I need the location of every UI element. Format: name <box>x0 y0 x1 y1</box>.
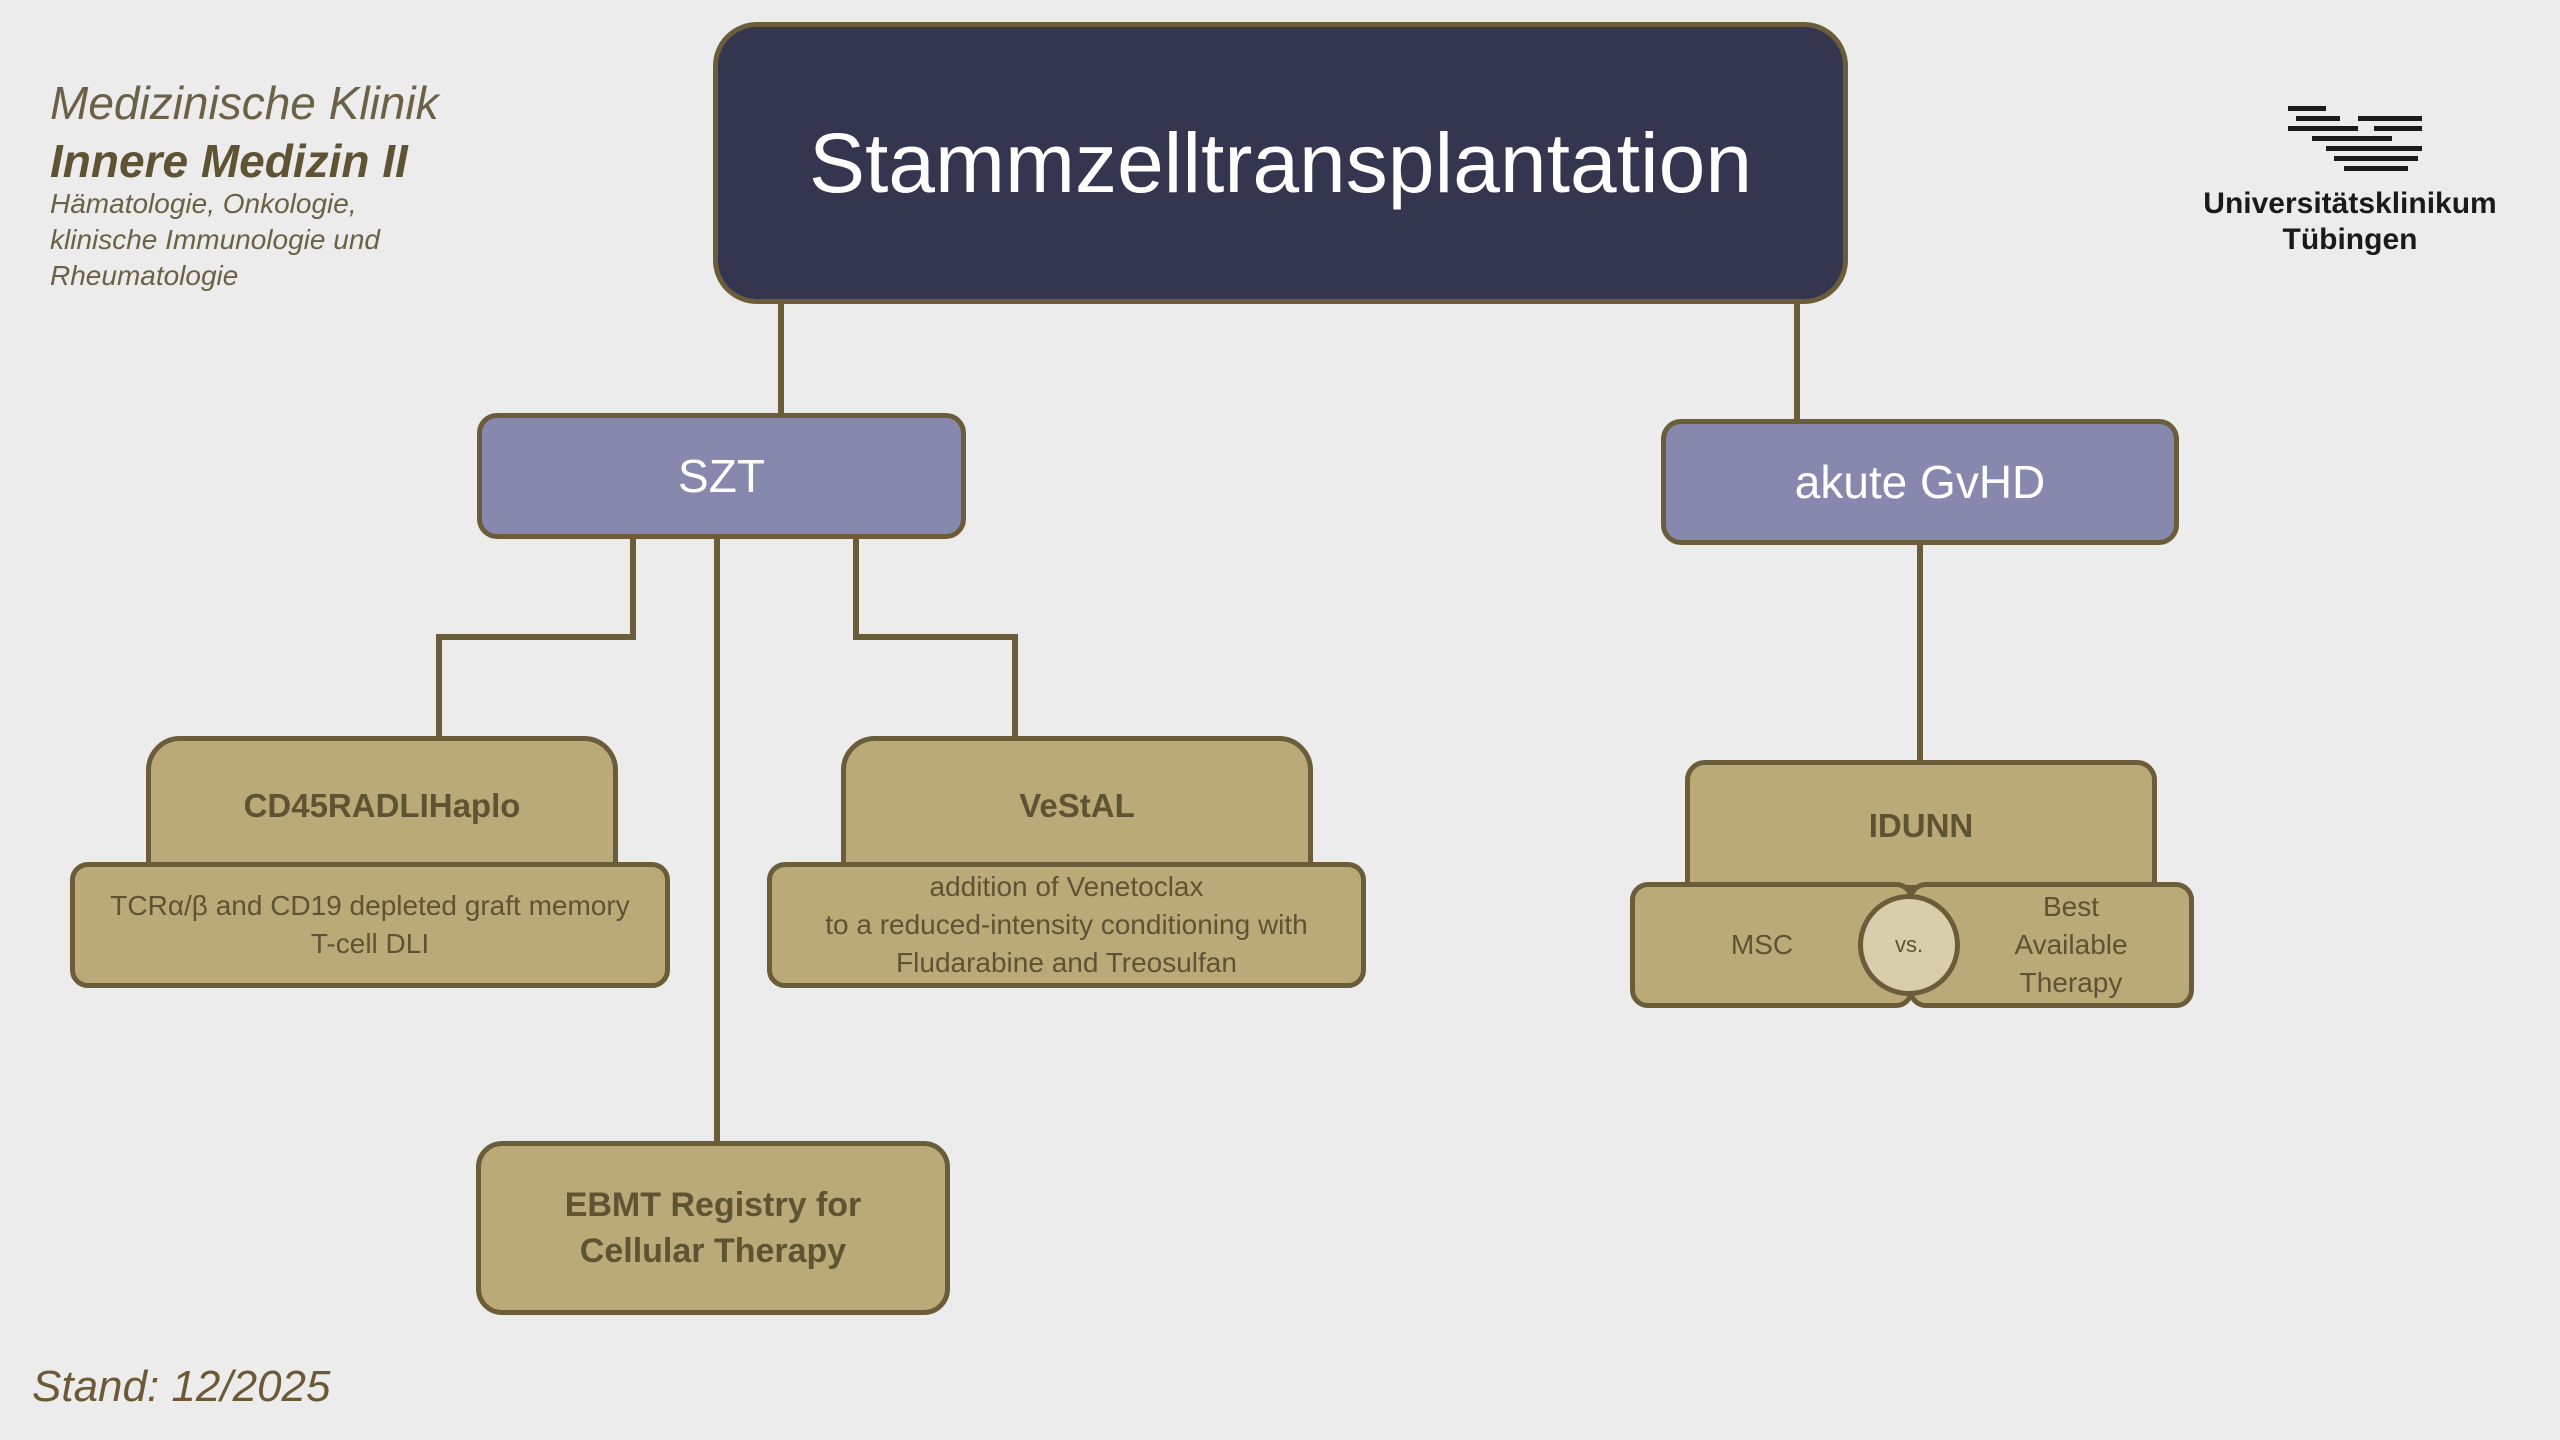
detail-line: to a reduced-intensity conditioning with <box>825 909 1308 940</box>
university-logo-icon <box>2288 106 2422 171</box>
university-name-line: Universitätsklinikum <box>2203 187 2497 220</box>
ebmt-title-line: Cellular Therapy <box>579 1232 847 1270</box>
specialty-line: Rheumatologie <box>50 260 239 291</box>
arm-line: Available <box>2014 929 2128 960</box>
university-name: Universitätsklinikum Tübingen <box>2180 186 2520 258</box>
study-ebmt-registry: EBMT Registry for Cellular Therapy <box>476 1141 950 1315</box>
idunn-versus-badge: vs. <box>1858 894 1960 996</box>
detail-line: TCRα/β and CD19 depleted graft memory <box>110 890 630 921</box>
connector-cd45-drop <box>436 634 442 740</box>
detail-line: T-cell DLI <box>310 928 430 959</box>
study-idunn-title: IDUNN <box>1685 760 2157 890</box>
study-cd45radlihaplo-title: CD45RADLIHaplo <box>146 736 618 868</box>
department-title: Medizinische Klinik <box>50 77 439 129</box>
department-specialties: Hämatologie, Onkologie, klinische Immuno… <box>50 186 380 294</box>
arm-line: Therapy <box>2019 967 2123 998</box>
department-subtitle: Innere Medizin II <box>50 135 408 187</box>
detail-line: addition of Venetoclax <box>929 871 1204 902</box>
arm-line: Best <box>2042 891 2100 922</box>
idunn-arm-best-available-therapy: Best Available Therapy <box>1908 882 2194 1008</box>
study-vestal-detail: addition of Venetoclax to a reduced-inte… <box>767 862 1366 988</box>
connector-root-szt <box>778 300 784 416</box>
connector-szt-vestal-vertical <box>853 536 859 640</box>
revision-date: Stand: 12/2025 <box>32 1362 331 1411</box>
university-name-line: Tübingen <box>2282 223 2418 256</box>
connector-szt-cd45-horizontal <box>436 634 636 640</box>
connector-szt-ebmt <box>714 536 720 1146</box>
detail-line: Fludarabine and Treosulfan <box>896 947 1237 978</box>
branch-szt: SZT <box>477 413 966 539</box>
connector-vestal-drop <box>1012 634 1018 740</box>
specialty-line: klinische Immunologie und <box>50 224 380 255</box>
connector-szt-cd45-vertical <box>630 536 636 640</box>
branch-akute-gvhd: akute GvHD <box>1661 419 2179 545</box>
specialty-line: Hämatologie, Onkologie, <box>50 188 357 219</box>
ebmt-title-line: EBMT Registry for <box>564 1186 862 1224</box>
root-node: Stammzelltransplantation <box>713 22 1848 304</box>
study-cd45radlihaplo-detail: TCRα/β and CD19 depleted graft memory T-… <box>70 862 670 988</box>
study-vestal-title: VeStAL <box>841 736 1313 868</box>
connector-szt-vestal-horizontal <box>853 634 1018 640</box>
connector-root-gvhd <box>1794 300 1800 422</box>
connector-gvhd-idunn <box>1917 540 1923 766</box>
